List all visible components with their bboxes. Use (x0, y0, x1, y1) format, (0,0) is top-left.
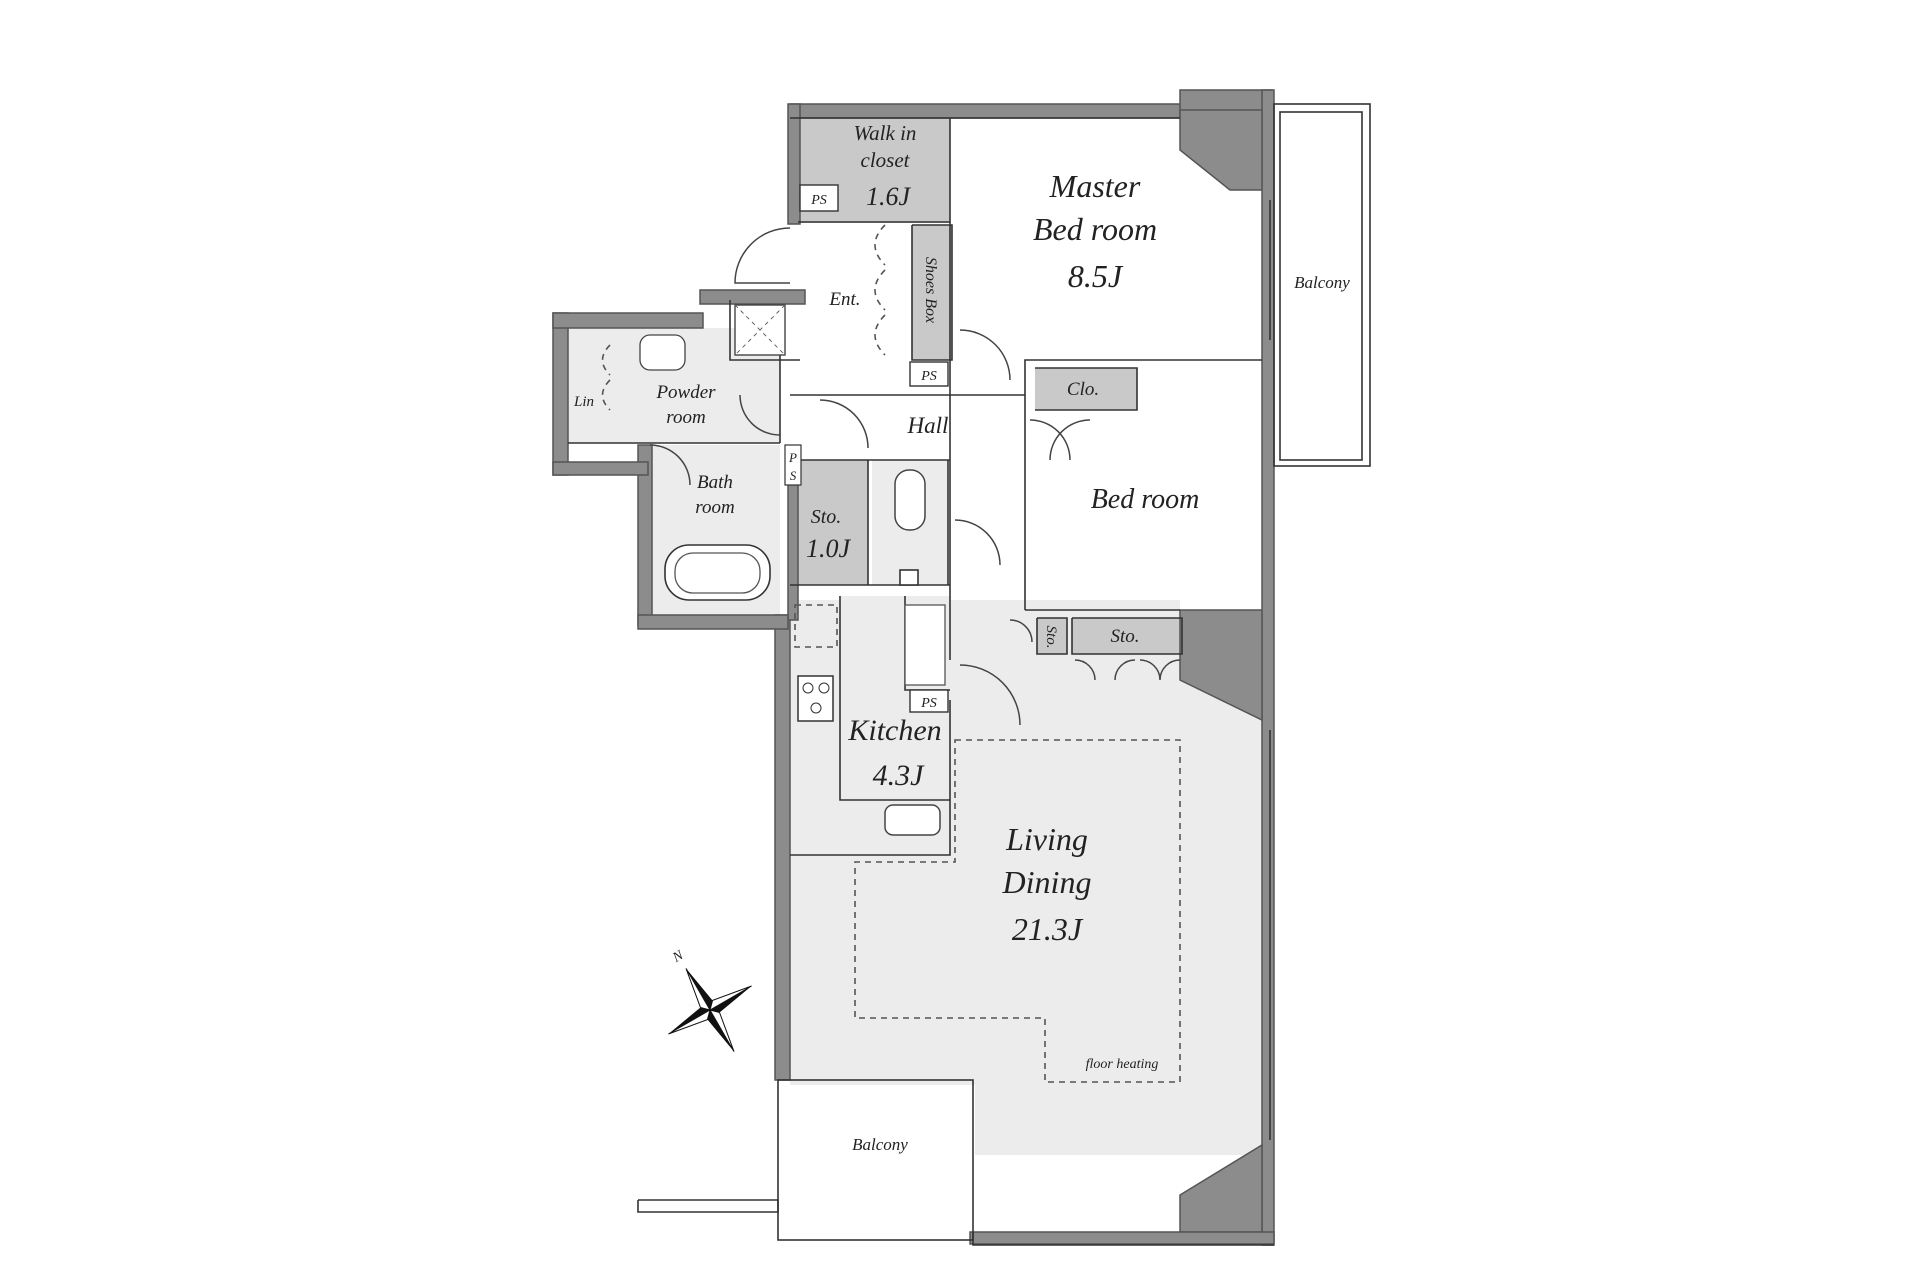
ps-label-4b: S (790, 468, 797, 483)
powder-room-label-1: Powder (655, 382, 716, 403)
stove (797, 675, 834, 722)
wall-left-lower (774, 614, 791, 1081)
kitchen-sink (884, 804, 941, 836)
kitchen-area: 4.3J (873, 759, 926, 792)
bath-room-label-1: Bath (697, 472, 733, 493)
fixtures (639, 304, 946, 836)
washbasin (639, 334, 686, 371)
column-top-right (1179, 109, 1263, 191)
ps-label-3: PS (920, 696, 937, 711)
wall-left-upper (787, 103, 801, 225)
pipe-spaces (784, 184, 949, 713)
wall-right (1261, 89, 1275, 1246)
master-bedroom-label-1: Master (1049, 168, 1141, 204)
walk-in-closet-label-1: Walk in (854, 121, 917, 145)
wall-powder-left (552, 312, 569, 476)
storage-bedroom-label: Sto. (1110, 626, 1139, 647)
balcony-south-label: Balcony (852, 1135, 908, 1154)
wall-bottom (969, 1231, 1275, 1245)
balcony-east-inner (1279, 111, 1363, 461)
balcony-east-label: Balcony (1294, 273, 1350, 292)
bath-room-label-2: room (695, 497, 734, 518)
storage-floor (790, 460, 868, 585)
closet-label: Clo. (1067, 379, 1099, 400)
entrance-label: Ent. (828, 289, 860, 310)
toilet (894, 469, 926, 531)
floor-heating-label: floor heating (1086, 1057, 1159, 1072)
partitions (568, 103, 1371, 1246)
dashed-elements (601, 224, 1181, 1083)
ps-label-1: PS (810, 193, 827, 208)
wall-powder-top (552, 312, 704, 329)
wall-top (789, 103, 1183, 119)
storage-bedroom-floor (1072, 618, 1182, 654)
storage-vertical-label: Sto. (1043, 626, 1059, 649)
bathtub (664, 544, 771, 601)
balcony-east-outline (1273, 103, 1371, 467)
floor-heating-zone (854, 739, 1181, 1083)
wall-bath-bottom (637, 614, 789, 630)
shoes-box-label: Shoes Box (922, 257, 939, 323)
compass-north-label: N (670, 948, 687, 966)
column-middle-right (1179, 609, 1263, 722)
powder-room-label-2: room (666, 407, 705, 428)
living-dining-area: 21.3J (1012, 911, 1084, 947)
linen-label: Lin (573, 394, 594, 410)
hall-label: Hall (907, 413, 949, 438)
column-bottom-right (1179, 1143, 1263, 1233)
walk-in-closet-area: 1.6J (866, 182, 912, 211)
master-bedroom-area: 8.5J (1068, 258, 1124, 294)
walls (552, 89, 1275, 1246)
shoes-box-floor (912, 225, 952, 360)
bedroom-label: Bed room (1091, 484, 1200, 515)
balcony-south-outline (777, 1079, 974, 1241)
storage-area: 1.0J (806, 534, 852, 563)
compass-rose-icon (668, 968, 752, 1052)
room-labels: Walk in closet 1.6J Master Bed room 8.5J… (573, 121, 1350, 1154)
kitchen-label: Kitchen (847, 714, 941, 747)
wall-powder-bottom (552, 461, 649, 476)
wall-powder-step (699, 289, 806, 305)
master-bedroom-label-2: Bed room (1033, 211, 1157, 247)
ps-label-2: PS (920, 369, 937, 384)
storage-label: Sto. (811, 506, 842, 528)
living-dining-label-2: Dining (1002, 864, 1092, 900)
living-dining-label-1: Living (1005, 821, 1088, 857)
bedroom-closet-floor (1035, 368, 1137, 410)
storage-vertical-floor (1037, 618, 1067, 654)
doors (649, 227, 1181, 726)
pipe-space-labels: PS PS PS P S (788, 193, 937, 711)
walk-in-closet-label-2: closet (861, 148, 911, 172)
ps-label-4a: P (788, 450, 797, 465)
